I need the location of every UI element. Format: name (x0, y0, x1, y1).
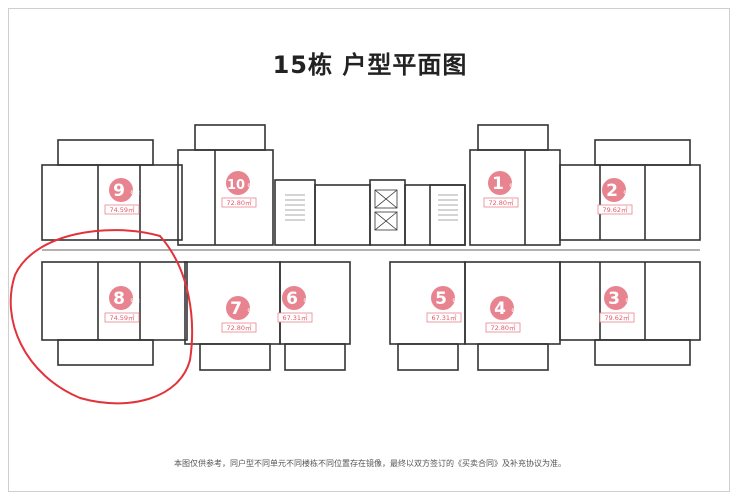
unit-number: 1 (492, 174, 504, 194)
unit-number: 6 (286, 289, 298, 309)
unit-suffix: 号房 (247, 183, 257, 190)
unit-badge-circle (226, 296, 250, 320)
unit-badge-4: 4 号房 72.80㎡ (485, 296, 521, 333)
unit-badge-6: 6 号房 67.31㎡ (277, 286, 313, 323)
unit-badge-3: 3 号房 79.62㎡ (599, 286, 635, 323)
unit-area-box (599, 312, 635, 323)
elevators (374, 189, 398, 231)
frame-border (8, 8, 730, 492)
unit-area: 72.80㎡ (226, 323, 252, 332)
unit-area: 72.80㎡ (226, 198, 252, 207)
unit-suffix: 号房 (625, 298, 635, 305)
unit-badge-7: 7 号房 72.80㎡ (221, 296, 257, 333)
unit-badge-8: 8 号房 74.59㎡ (104, 286, 140, 323)
unit-badge-circle (490, 296, 514, 320)
unit-area: 67.31㎡ (282, 313, 308, 322)
unit-area-box (483, 197, 519, 208)
red-circle-annotation (9, 229, 194, 405)
unit-suffix: 号房 (130, 298, 140, 305)
unit-area: 74.59㎡ (109, 313, 135, 322)
unit-number: 7 (230, 299, 242, 319)
unit-number: 5 (435, 289, 447, 309)
unit-area: 67.31㎡ (431, 313, 457, 322)
unit-badge-circle (282, 286, 306, 310)
unit-suffix: 号房 (130, 190, 140, 197)
unit-number: 3 (608, 289, 620, 309)
disclaimer: 本图仅供参考，同户型不同单元不同楼栋不同位置存在镜像，最终以双方签订的《买卖合同… (174, 459, 566, 468)
unit-number: 8 (113, 289, 125, 309)
unit-badge-circle (431, 286, 455, 310)
unit-number: 9 (113, 181, 125, 201)
unit-number: 2 (606, 181, 618, 201)
unit-badge-circle (488, 171, 512, 195)
unit-area-box (277, 312, 313, 323)
unit-area-box (597, 204, 633, 215)
unit-badge-9: 9 号房 74.59㎡ (104, 178, 140, 215)
unit-badge-2: 2 号房 79.62㎡ (597, 178, 633, 215)
unit-area: 74.59㎡ (109, 205, 135, 214)
unit-area-box (485, 322, 521, 333)
page-title: 15栋 户型平面图 (272, 51, 468, 79)
unit-badge-circle (226, 171, 250, 195)
unit-badge-circle (602, 178, 626, 202)
unit-badge-1: 1 号房 72.80㎡ (483, 171, 519, 208)
unit-suffix: 号房 (509, 183, 519, 190)
unit-suffix: 号房 (247, 308, 257, 315)
unit-area: 79.62㎡ (602, 205, 628, 214)
unit-area-box (104, 312, 140, 323)
unit-number: 4 (494, 299, 506, 319)
unit-area: 79.62㎡ (604, 313, 630, 322)
unit-number: 10 (227, 178, 245, 193)
unit-area-box (221, 322, 257, 333)
unit-area: 72.80㎡ (488, 198, 514, 207)
unit-badge-circle (109, 286, 133, 310)
unit-suffix: 号房 (452, 298, 462, 305)
stairs (285, 194, 458, 221)
unit-badge-circle (604, 286, 628, 310)
walls (41, 124, 701, 371)
unit-area-box (104, 204, 140, 215)
unit-badge-circle (109, 178, 133, 202)
unit-area-box (426, 312, 462, 323)
unit-area: 72.80㎡ (490, 323, 516, 332)
unit-suffix: 号房 (511, 308, 521, 315)
unit-badge-5: 5 号房 67.31㎡ (426, 286, 462, 323)
unit-suffix: 号房 (623, 190, 633, 197)
unit-suffix: 号房 (303, 298, 313, 305)
unit-area-box (221, 197, 257, 208)
